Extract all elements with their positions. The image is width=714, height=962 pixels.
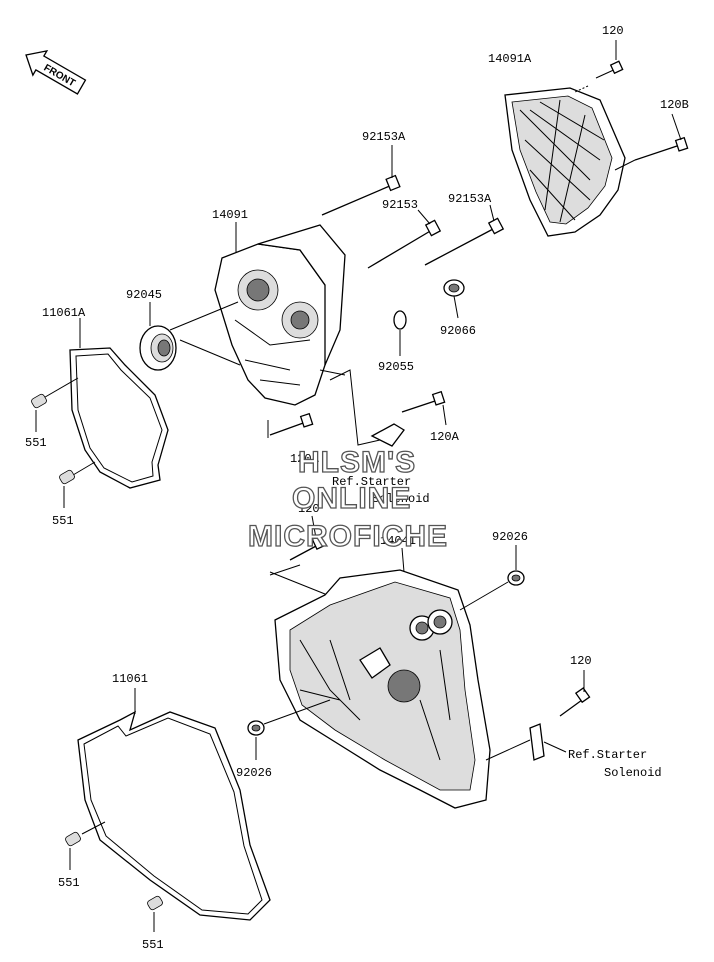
screw-120-top	[574, 40, 624, 93]
dowel-pin-551-a	[31, 393, 47, 432]
label-120-top: 120	[602, 24, 624, 38]
label-92026-top: 92026	[492, 530, 528, 544]
inner-cover-14041	[274, 547, 491, 809]
watermark-line2: ONLINE	[292, 482, 411, 515]
label-92066: 92066	[440, 324, 476, 338]
cover-14091A	[504, 87, 626, 237]
gasket-11061	[77, 688, 271, 921]
label-14041: 14041	[380, 534, 416, 548]
dowel-pin-551-b	[59, 469, 75, 508]
screw-120B	[614, 113, 689, 171]
label-120A-right: 120A	[430, 430, 460, 444]
label-92055: 92055	[378, 360, 414, 374]
label-551-c: 551	[58, 876, 80, 890]
label-14091: 14091	[212, 208, 248, 222]
bolt-92153A-top	[321, 145, 401, 216]
label-92153: 92153	[382, 198, 418, 212]
ref-starter-solenoid-2-line2: Solenoid	[604, 766, 662, 780]
plug-92026-top	[459, 545, 525, 611]
watermark: HLSM'S ONLINE MICROFICHE	[247, 445, 448, 553]
screw-120A-left	[269, 412, 314, 436]
screw-120-mid	[269, 515, 331, 597]
starter-bracket-upper	[370, 423, 405, 447]
o-ring-92055	[393, 310, 407, 356]
label-14091A: 14091A	[488, 52, 532, 66]
label-11061: 11061	[112, 672, 148, 686]
label-92026-bottom: 92026	[236, 766, 272, 780]
cover-14091	[169, 222, 346, 406]
label-92153A-top: 92153A	[362, 130, 406, 144]
label-92153A-right: 92153A	[448, 192, 492, 206]
plug-92066	[443, 279, 465, 319]
watermark-line3: MICROFICHE	[248, 520, 448, 553]
bolt-92153A-right	[424, 204, 505, 266]
label-92045: 92045	[126, 288, 162, 302]
label-120A-left: 120A	[290, 452, 320, 466]
dowel-pin-551-c	[65, 821, 106, 870]
oil-seal-92045	[139, 302, 177, 371]
gasket-11061A	[39, 318, 169, 489]
label-551-d: 551	[142, 938, 164, 952]
screw-120A-right	[401, 390, 447, 426]
bolt-92153	[367, 209, 442, 269]
dowel-pin-551-d	[147, 895, 163, 932]
label-551-a: 551	[25, 436, 47, 450]
label-551-b: 551	[52, 514, 74, 528]
label-120-mid: 120	[298, 502, 320, 516]
screw-120-right	[485, 670, 591, 761]
front-arrow-icon: FRONT	[25, 49, 87, 95]
label-120B: 120B	[660, 98, 689, 112]
ref-starter-solenoid-2-line1: Ref.Starter	[568, 748, 647, 762]
plug-92026-bottom	[247, 699, 331, 760]
watermark-line1: HLSM'S	[298, 446, 416, 479]
label-11061A: 11061A	[42, 306, 86, 320]
ref-starter-solenoid-1-line1: Ref.Starter	[332, 475, 411, 489]
leader-lines-upper	[267, 369, 381, 446]
label-120-right: 120	[570, 654, 592, 668]
ref-starter-solenoid-1-line2: Solenoid	[372, 492, 430, 506]
